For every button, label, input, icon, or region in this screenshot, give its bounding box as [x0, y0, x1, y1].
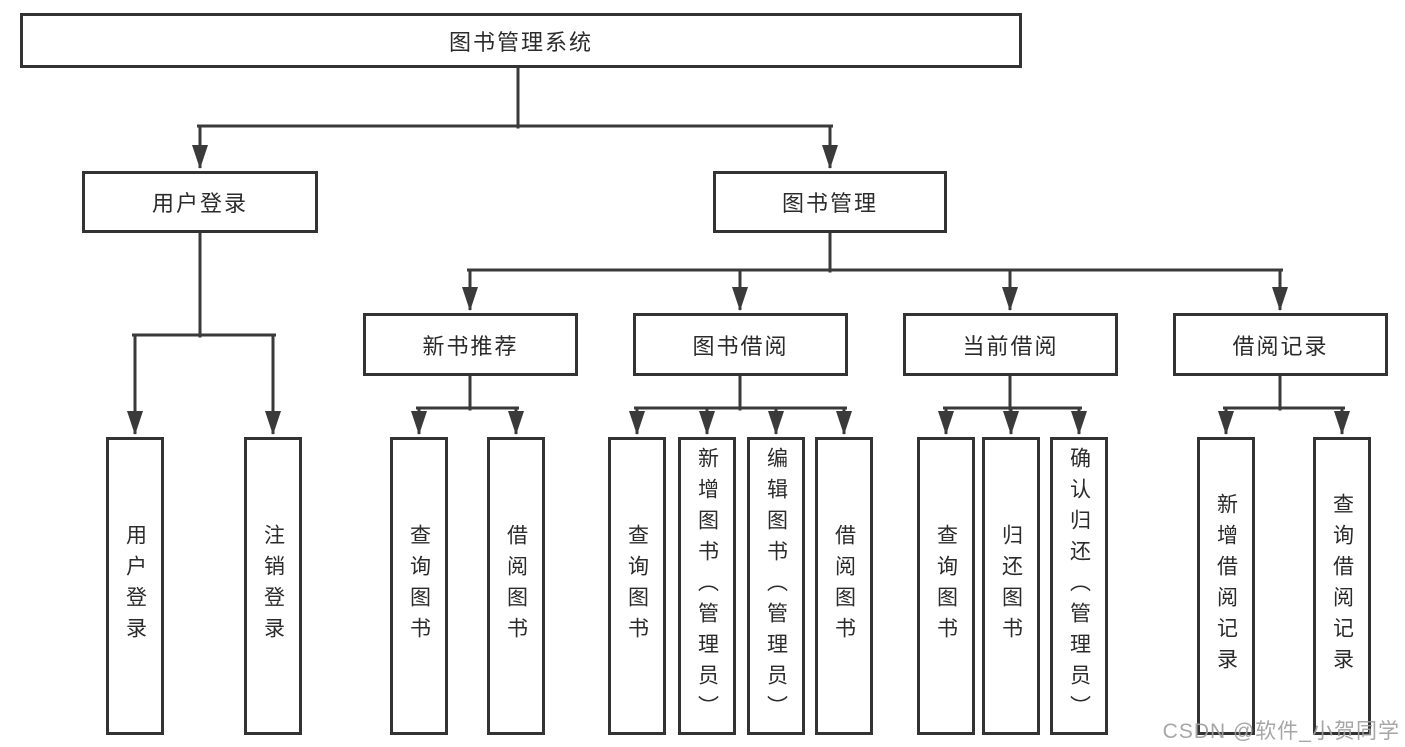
leaf-query-books-borrowing: 查询图书 — [608, 437, 666, 735]
node-current-borrowing-label: 当前借阅 — [962, 333, 1059, 359]
leaf-query-books-current: 查询图书 — [917, 437, 975, 735]
leaf-user-login-label: 用户登录 — [123, 524, 147, 648]
leaf-borrow-books: 借阅图书 — [815, 437, 873, 735]
leaf-query-borrow-record-label: 查询借阅记录 — [1330, 493, 1354, 679]
leaf-borrow-books-recommend-label: 借阅图书 — [504, 524, 528, 648]
leaf-add-book-admin: 新增图书（管理员） — [678, 437, 736, 735]
node-book-borrowing-label: 图书借阅 — [692, 333, 789, 359]
node-user-login-label: 用户登录 — [151, 191, 248, 216]
node-new-book-recommend: 新书推荐 — [363, 313, 578, 376]
node-new-book-recommend-label: 新书推荐 — [422, 333, 519, 359]
leaf-logout-label: 注销登录 — [261, 524, 285, 648]
leaf-confirm-return-admin-label: 确认归还（管理员） — [1067, 446, 1091, 726]
leaf-edit-book-admin-label: 编辑图书（管理员） — [764, 446, 788, 726]
leaf-user-login: 用户登录 — [106, 437, 164, 735]
node-current-borrowing: 当前借阅 — [903, 313, 1118, 376]
leaf-edit-book-admin: 编辑图书（管理员） — [747, 437, 805, 735]
leaf-confirm-return-admin: 确认归还（管理员） — [1050, 437, 1108, 735]
leaf-borrow-books-recommend: 借阅图书 — [487, 437, 545, 735]
node-book-borrowing: 图书借阅 — [633, 313, 848, 376]
leaf-add-borrow-record: 新增借阅记录 — [1197, 437, 1255, 735]
leaf-add-book-admin-label: 新增图书（管理员） — [695, 446, 719, 726]
leaf-borrow-books-label: 借阅图书 — [832, 524, 856, 648]
leaf-logout: 注销登录 — [244, 437, 302, 735]
node-book-management-label: 图书管理 — [781, 191, 878, 216]
leaf-return-book-label: 归还图书 — [999, 524, 1023, 648]
leaf-query-books-recommend-label: 查询图书 — [407, 524, 431, 648]
node-root-label: 图书管理系统 — [448, 29, 593, 55]
node-borrowing-records: 借阅记录 — [1173, 313, 1388, 376]
leaf-return-book: 归还图书 — [982, 437, 1040, 735]
leaf-query-books-borrowing-label: 查询图书 — [625, 524, 649, 648]
leaf-query-borrow-record: 查询借阅记录 — [1313, 437, 1371, 735]
node-user-login: 用户登录 — [82, 171, 318, 233]
leaf-query-books-recommend: 查询图书 — [390, 437, 448, 735]
node-book-management: 图书管理 — [713, 171, 947, 233]
node-root: 图书管理系统 — [20, 13, 1022, 68]
leaf-add-borrow-record-label: 新增借阅记录 — [1214, 493, 1238, 679]
csdn-watermark: CSDN @软件_小贺同学 — [1162, 720, 1400, 743]
node-borrowing-records-label: 借阅记录 — [1232, 333, 1329, 359]
leaf-query-books-current-label: 查询图书 — [934, 524, 958, 648]
